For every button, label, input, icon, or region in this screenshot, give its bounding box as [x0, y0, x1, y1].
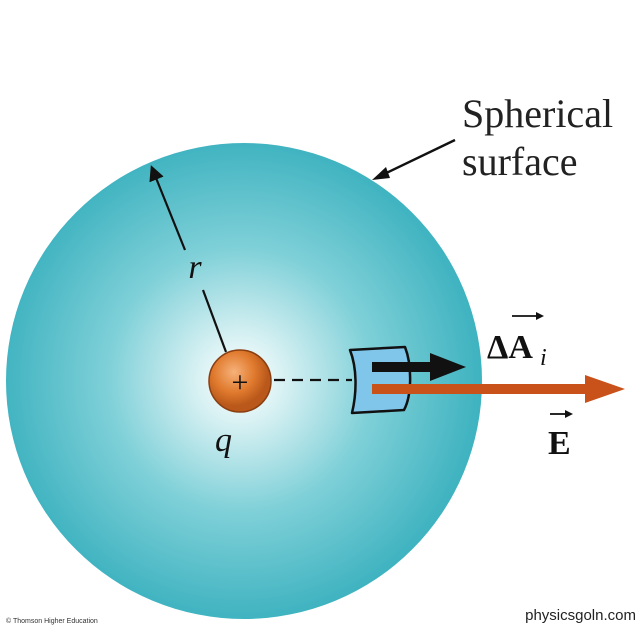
charge-label: q: [215, 422, 232, 459]
surface-pointer-arrow: [372, 138, 456, 180]
charge-sign: +: [232, 366, 249, 399]
svg-text:E: E: [548, 425, 571, 462]
watermark-text: physicsgoln.com: [525, 607, 636, 624]
radius-arrow: [149, 165, 228, 353]
area-vector: [372, 353, 466, 381]
area-vector-subscript: i: [540, 345, 547, 371]
point-charge: [208, 349, 272, 413]
surface-label-line2: surface: [462, 139, 577, 184]
copyright-text: © Thomson Higher Education: [6, 617, 98, 625]
radius-label: r: [188, 249, 202, 286]
area-element-patch: [348, 345, 412, 415]
field-vector-label: E: [548, 410, 573, 462]
svg-text:ΔA: ΔA: [487, 329, 533, 366]
electric-field-vector: [372, 375, 625, 403]
surface-label-line1: Spherical: [462, 91, 613, 136]
area-vector-label: ΔA i: [487, 312, 547, 371]
